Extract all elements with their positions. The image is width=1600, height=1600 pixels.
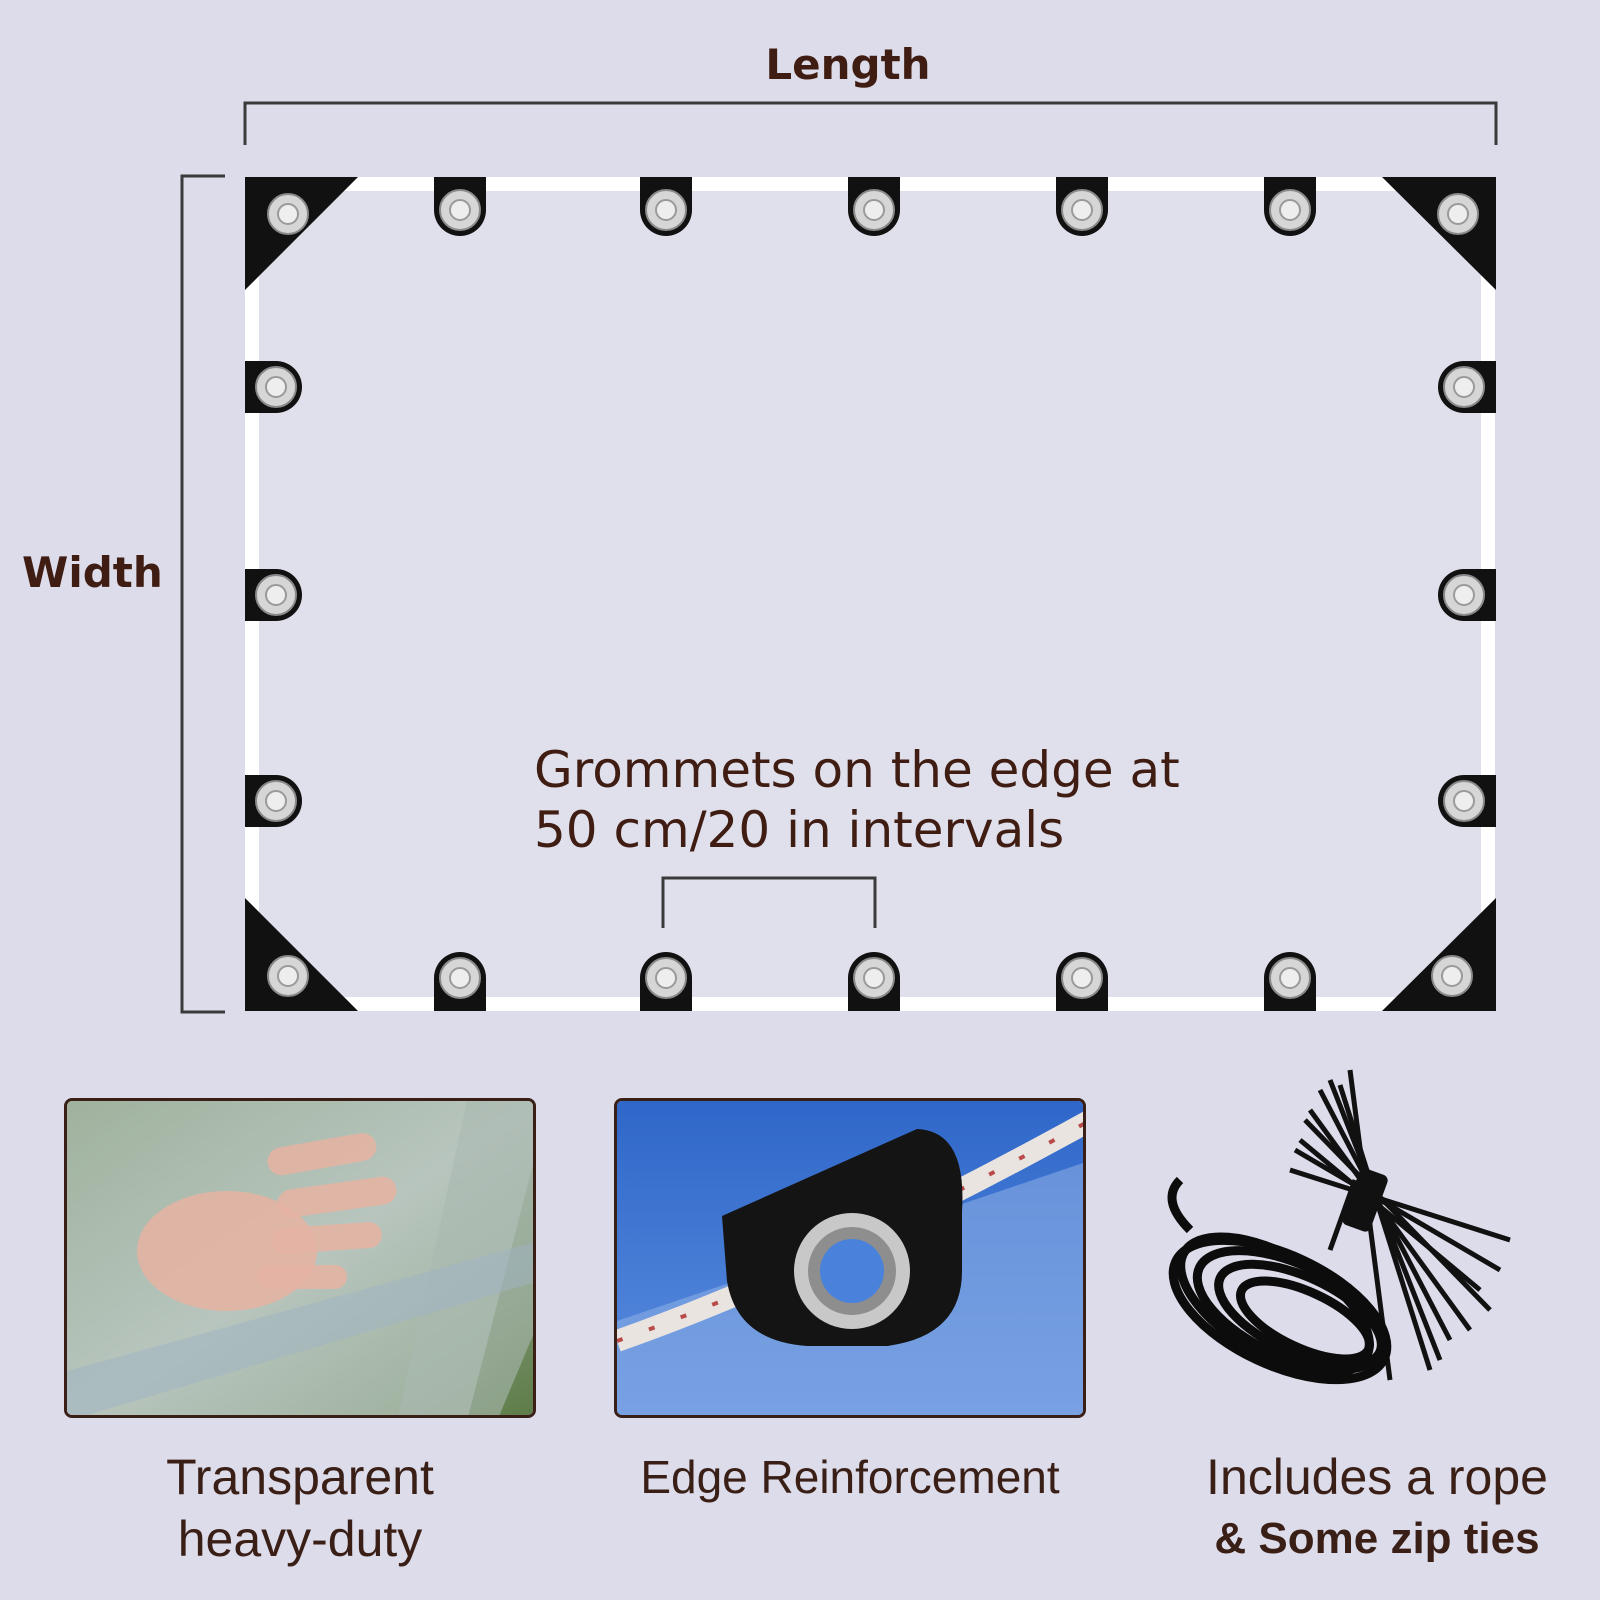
grommet-top-4	[1269, 189, 1311, 231]
grommet-bottom-3	[1061, 957, 1103, 999]
grommet-note-line1: Grommets on the edge at	[534, 741, 1180, 799]
caption-edge-line1: Edge Reinforcement	[640, 1451, 1060, 1503]
grommet-right-2	[1443, 780, 1485, 822]
grommet-corner-top-right	[1437, 193, 1479, 235]
grommet-interval-note: Grommets on the edge at 50 cm/20 in inte…	[534, 740, 1180, 860]
caption-transparent: Transparent heavy-duty	[60, 1446, 540, 1570]
caption-rope-line1: Includes a rope	[1206, 1449, 1548, 1505]
grommet-left-1	[255, 574, 297, 616]
grommet-bottom-4	[1269, 957, 1311, 999]
caption-edge-reinforcement: Edge Reinforcement	[604, 1446, 1096, 1508]
grommet-left-2	[255, 780, 297, 822]
grommet-bottom-1	[645, 957, 687, 999]
grommet-corner-top-left	[267, 193, 309, 235]
grommet-corner-bottom-right	[1431, 955, 1473, 997]
interval-bracket	[661, 876, 877, 928]
transparent-sheet-photo	[64, 1098, 536, 1418]
width-bracket	[180, 174, 225, 1014]
tarp-diagram	[180, 101, 1498, 1014]
edge-reinforcement-photo	[614, 1098, 1086, 1418]
grommet-bottom-0	[439, 957, 481, 999]
zip-ties-bundle	[1289, 1069, 1511, 1381]
grommet-right-1	[1443, 574, 1485, 616]
width-label: Width	[22, 548, 163, 597]
grommet-corner-bottom-left	[267, 955, 309, 997]
length-label: Length	[765, 40, 931, 89]
rope-coil	[1167, 1176, 1392, 1385]
length-bracket	[243, 101, 1498, 145]
caption-transparent-line2: heavy-duty	[177, 1511, 423, 1567]
grommet-note-line2: 50 cm/20 in intervals	[534, 801, 1065, 859]
grommet-right-0	[1443, 366, 1485, 408]
grommet-bottom-2	[853, 957, 895, 999]
grommet-top-2	[853, 189, 895, 231]
grommet-top-1	[645, 189, 687, 231]
rope-and-zip-ties-image	[1167, 1069, 1511, 1385]
caption-rope-line2: & Some zip ties	[1214, 1514, 1540, 1563]
grommet-top-3	[1061, 189, 1103, 231]
caption-rope-zip-ties: Includes a rope & Some zip ties	[1162, 1446, 1592, 1570]
grommet-left-0	[255, 366, 297, 408]
caption-transparent-line1: Transparent	[166, 1449, 434, 1505]
grommet-top-0	[439, 189, 481, 231]
tarp-sheet	[245, 177, 1495, 1011]
